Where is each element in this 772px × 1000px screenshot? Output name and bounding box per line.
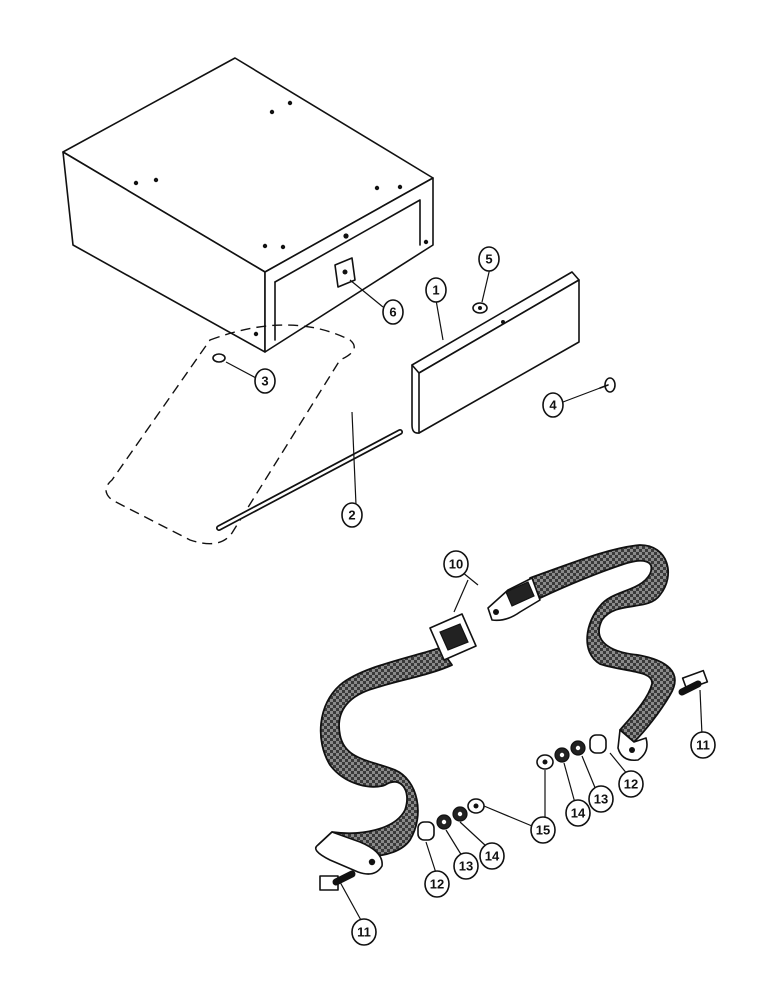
svg-text:12: 12 [430,877,444,892]
callout-15: 15 [530,816,556,844]
seat-belt-right-half [487,544,676,762]
svg-text:13: 13 [594,792,608,807]
svg-text:14: 14 [485,849,500,864]
callout-1: 1 [425,277,447,303]
svg-text:11: 11 [696,738,710,753]
svg-text:12: 12 [624,777,638,792]
callout-12-left: 12 [424,870,450,898]
leader-lines [225,267,703,923]
screw-part-4 [599,377,616,393]
bolt-part-11-right [678,669,709,696]
callout-10: 10 [443,550,469,578]
svg-text:10: 10 [449,557,463,572]
svg-text:1: 1 [432,283,439,298]
svg-text:15: 15 [536,823,550,838]
clip-part-3 [212,353,226,363]
seat-box-housing [62,57,434,353]
svg-text:2: 2 [348,508,355,523]
callout-4: 4 [542,392,564,418]
callout-14-right: 14 [565,799,591,827]
bracket-part-6 [334,257,356,288]
svg-text:11: 11 [357,925,371,940]
callout-14-left: 14 [479,842,505,870]
callout-3: 3 [254,368,276,394]
bolt-part-11-left [319,870,356,891]
hardware-stack-right [536,734,607,770]
callout-13-right: 13 [588,785,614,813]
nut-part-5 [472,302,488,314]
callout-5: 5 [478,246,500,272]
svg-text:4: 4 [549,398,557,413]
callout-11-right: 11 [690,731,716,759]
callout-6: 6 [382,299,404,325]
callout-11-left: 11 [351,918,377,946]
callout-13-left: 13 [453,852,479,880]
svg-text:5: 5 [485,252,492,267]
seat-belt-left-half [314,613,477,875]
hardware-stack-left [417,798,485,841]
svg-text:13: 13 [459,859,473,874]
door-panel-part-1 [411,271,580,434]
svg-text:3: 3 [261,374,268,389]
callout-2: 2 [341,502,363,528]
hinge-rod-part-2 [105,324,403,545]
svg-text:6: 6 [389,305,396,320]
callout-12-right: 12 [618,770,644,798]
svg-text:14: 14 [571,806,586,821]
